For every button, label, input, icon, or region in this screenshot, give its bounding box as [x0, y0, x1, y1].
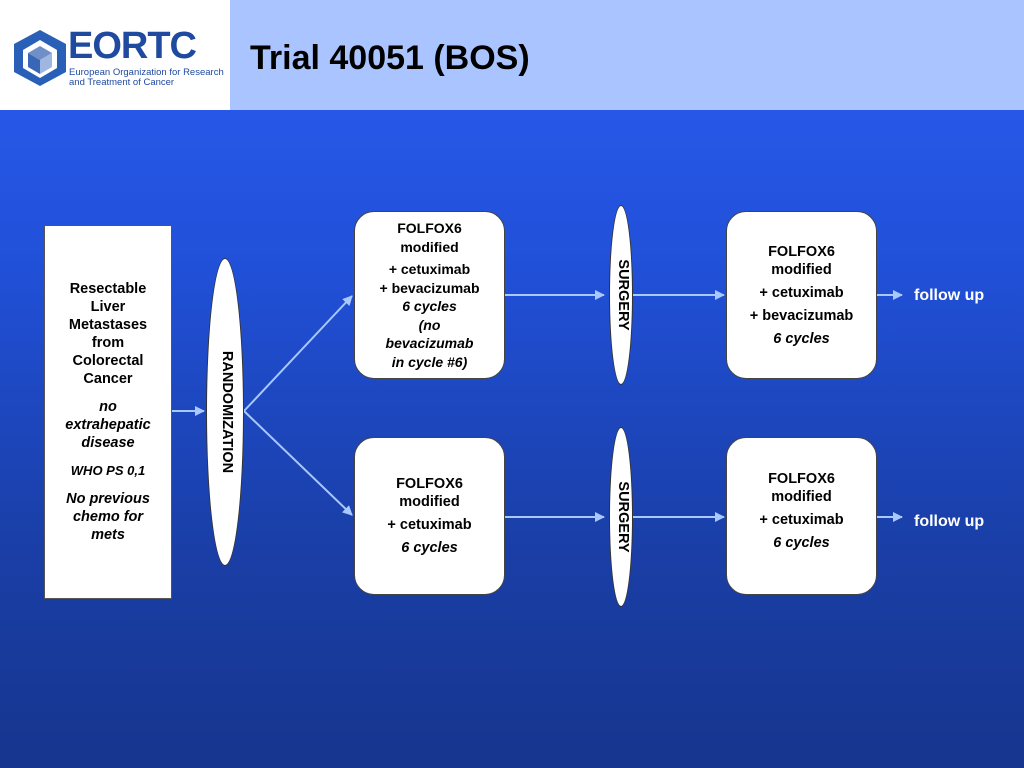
regimen-line: FOLFOX6 [768, 243, 835, 260]
criteria-line: no [99, 399, 117, 415]
drug-line: + cetuximab [388, 261, 471, 277]
logo-wordmark: EORTC [68, 25, 197, 67]
regimen-line: modified [400, 238, 459, 255]
arrow-randomization-to-arm-b [243, 410, 353, 516]
cycles-line: 6 cycles [401, 540, 458, 556]
page-title: Trial 40051 (BOS) [250, 39, 530, 77]
cycles-line: 6 cycles [773, 330, 830, 347]
drug-line: + bevacizumab [379, 279, 480, 296]
drug-line: + cetuximab [387, 517, 472, 533]
regimen-line: FOLFOX6 [768, 471, 835, 487]
drug-line: + cetuximab [759, 284, 844, 301]
arm-a-follow-up-label: follow up [914, 287, 985, 304]
arm-a-preop-box: FOLFOX6 modified + cetuximab + bevacizum… [354, 211, 505, 379]
arm-a-surgery-oval [609, 205, 633, 385]
cycles-line: 6 cycles [773, 535, 830, 551]
arm-a-postop-box: FOLFOX6 modified + cetuximab + bevacizum… [726, 211, 877, 379]
criteria-who-ps: WHO PS 0,1 [70, 463, 146, 478]
criteria-line: extrahepatic [65, 417, 151, 433]
criteria-line: chemo for [72, 509, 144, 525]
logo-tagline: European Organization for Research and T… [69, 68, 229, 88]
arm-a-surgery-label: SURGERY [615, 259, 631, 331]
header-bar: EORTC European Organization for Research… [0, 0, 1024, 110]
arm-b-follow-up-label: follow up [914, 513, 985, 530]
regimen-line: FOLFOX6 [396, 476, 463, 492]
eligibility-line: Cancer [83, 371, 133, 387]
arrow-randomization-to-arm-a [243, 295, 353, 412]
randomization-label: RANDOMIZATION [219, 350, 235, 474]
eligibility-line: Colorectal [72, 353, 144, 369]
logo-tagline-line: and Treatment of Cancer [69, 77, 175, 88]
eortc-logo-icon [14, 30, 66, 86]
note-line: (no [418, 316, 441, 333]
regimen-line: modified [771, 261, 832, 278]
drug-line: + bevacizumab [749, 307, 854, 324]
eligibility-line: Resectable [69, 281, 147, 297]
eligibility-box: Resectable Liver Metastases from Colorec… [44, 225, 172, 599]
arm-b-postop-box: FOLFOX6 modified + cetuximab 6 cycles [726, 437, 877, 595]
criteria-line: mets [91, 527, 125, 543]
eligibility-line: Metastases [68, 317, 148, 333]
note-line: bevacizumab [385, 335, 474, 351]
eligibility-line: Liver [90, 299, 126, 315]
arm-b-surgery-oval [609, 427, 633, 607]
drug-line: + cetuximab [759, 512, 844, 528]
criteria-line: disease [81, 435, 135, 451]
regimen-line: modified [399, 494, 460, 510]
eligibility-line: from [91, 335, 125, 351]
cycles-line: 6 cycles [402, 298, 457, 314]
regimen-line: modified [771, 489, 832, 505]
note-line: in cycle #6) [391, 353, 468, 370]
regimen-line: FOLFOX6 [397, 220, 462, 236]
logo-panel: EORTC European Organization for Research… [0, 0, 230, 110]
randomization-oval [206, 258, 244, 566]
logo-tagline-line: European Organization for Research [69, 67, 224, 78]
criteria-line: No previous [66, 491, 150, 507]
arm-b-surgery-label: SURGERY [615, 481, 631, 553]
arm-b-preop-box: FOLFOX6 modified + cetuximab 6 cycles [354, 437, 505, 595]
